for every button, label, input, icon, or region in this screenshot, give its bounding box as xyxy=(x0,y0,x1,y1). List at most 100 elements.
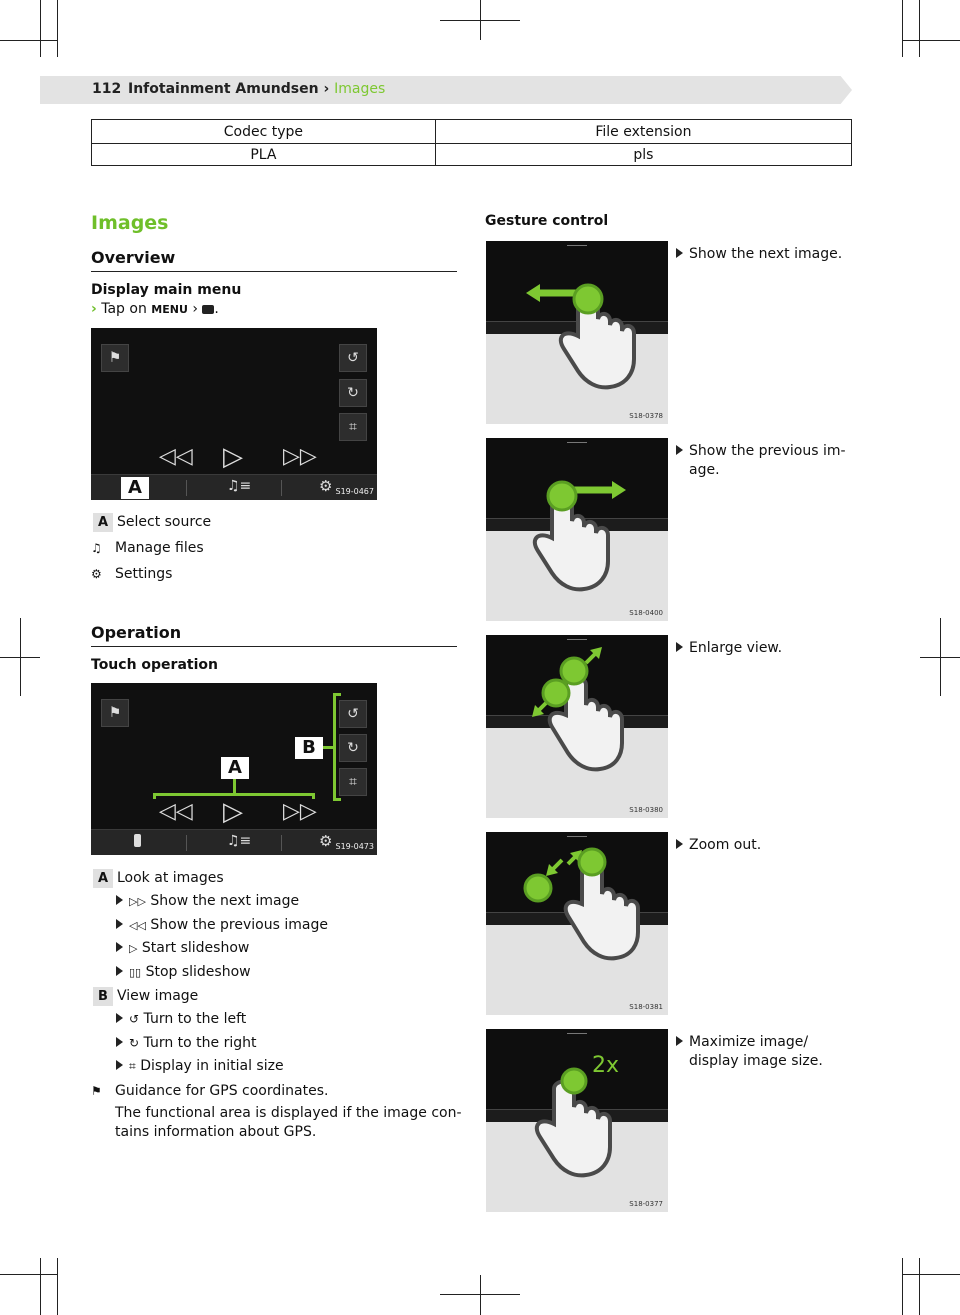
table-header: Codec type xyxy=(91,119,436,144)
initial-size-icon: ⌗ xyxy=(129,1059,136,1073)
gps-description-line: tains information about GPS. xyxy=(115,1124,317,1140)
breadcrumb-chapter: Infotainment Amundsen xyxy=(128,81,319,97)
legend-key: A xyxy=(93,513,113,532)
legend-text: Manage files xyxy=(115,540,204,556)
figure-main-menu-screen: ⚑ ↺ ↻ ⌗ ◁◁ ▷ ▷▷ A ♫≡ ⚙ S19-0467 xyxy=(91,328,377,500)
crop-mark xyxy=(920,657,960,658)
gear-icon[interactable]: ⚙ xyxy=(319,477,333,495)
tap-arrow: › xyxy=(192,301,198,317)
gps-flag-icon[interactable]: ⚑ xyxy=(101,344,129,372)
figure-code: S18-0381 xyxy=(629,1003,663,1011)
bullet-triangle-icon xyxy=(116,942,123,952)
hand-spread-icon xyxy=(532,647,624,772)
breadcrumb-separator: › xyxy=(323,81,330,97)
initial-size-icon[interactable]: ⌗ xyxy=(339,768,367,796)
bullet-triangle-icon xyxy=(116,1037,123,1047)
notch xyxy=(567,241,587,246)
rotate-left-icon[interactable]: ↺ xyxy=(339,344,367,372)
list-item: ↺ Turn to the left xyxy=(116,1010,246,1029)
figure-code: S19-0473 xyxy=(335,842,374,851)
legend-item-settings: ⚙Settings xyxy=(91,565,172,584)
previous-image-icon[interactable]: ◁◁ xyxy=(159,799,193,824)
table-header: File extension xyxy=(434,119,853,144)
play-slideshow-icon: ▷ xyxy=(129,942,138,955)
gps-guidance: ⚑ Guidance for GPS coordinates. xyxy=(91,1082,328,1101)
figure-code: S18-0380 xyxy=(629,806,663,814)
breadcrumb-current: Images xyxy=(334,81,386,97)
gps-flag-icon[interactable]: ⚑ xyxy=(101,699,129,727)
crop-mark xyxy=(902,1258,903,1315)
bullet-triangle-icon xyxy=(676,248,683,258)
list-item-text: Show the next image xyxy=(150,893,300,909)
gesture-caption: Enlarge view. xyxy=(676,639,846,658)
figure-code: S19-0467 xyxy=(335,487,374,496)
list-item: ▷▷ Show the next image xyxy=(116,892,299,911)
gesture-double-tap-figure: 2x S18-0377 xyxy=(486,1029,668,1212)
crop-mark xyxy=(0,1274,57,1275)
crop-mark xyxy=(902,1274,960,1275)
touch-operation-heading: Touch operation xyxy=(91,657,218,673)
music-list-icon[interactable]: ♫≡ xyxy=(227,833,252,849)
crop-mark xyxy=(902,0,903,57)
notch xyxy=(567,438,587,443)
callout-b-stem xyxy=(321,746,333,749)
menu-key: MENU xyxy=(151,303,188,316)
next-image-icon: ▷▷ xyxy=(129,895,146,908)
list-item-text: Turn to the left xyxy=(143,1011,247,1027)
gesture-control-heading: Gesture control xyxy=(485,213,609,229)
callout-b: B xyxy=(295,737,323,759)
next-image-icon[interactable]: ▷▷ xyxy=(283,799,317,824)
bar-divider xyxy=(281,480,282,496)
breadcrumb: Infotainment Amundsen › Images xyxy=(128,81,385,97)
hand-double-tap-icon xyxy=(534,1067,612,1178)
figure-code: S18-0377 xyxy=(629,1200,663,1208)
gesture-spread-figure: S18-0380 xyxy=(486,635,668,818)
notch xyxy=(567,832,587,837)
gesture-caption: Show the next image. xyxy=(676,245,846,264)
rotate-right-icon[interactable]: ↻ xyxy=(339,734,367,762)
subsection-operation: Operation xyxy=(91,623,457,647)
gear-icon[interactable]: ⚙ xyxy=(319,832,333,850)
table-cell: PLA xyxy=(91,143,436,166)
crop-mark xyxy=(40,0,41,57)
crop-mark xyxy=(919,0,920,57)
music-list-icon[interactable]: ♫≡ xyxy=(227,478,252,494)
next-image-icon[interactable]: ▷▷ xyxy=(283,444,317,469)
legend-item-manage-files: ♫Manage files xyxy=(91,539,204,558)
callout-a-stem xyxy=(233,779,236,793)
bullet-triangle-icon xyxy=(116,1013,123,1023)
previous-image-icon[interactable]: ◁◁ xyxy=(159,444,193,469)
figure-code: S18-0378 xyxy=(629,412,663,420)
rotate-left-icon: ↺ xyxy=(129,1012,140,1026)
play-slideshow-icon[interactable]: ▷ xyxy=(223,797,243,827)
section-title: Images xyxy=(91,212,169,234)
rotate-right-icon[interactable]: ↻ xyxy=(339,379,367,407)
callout-b-bracket xyxy=(333,693,341,801)
list-item-text: Display in initial size xyxy=(140,1058,284,1074)
play-slideshow-icon[interactable]: ▷ xyxy=(223,442,243,472)
initial-size-icon[interactable]: ⌗ xyxy=(339,413,367,441)
gear-icon: ⚙ xyxy=(91,567,102,581)
table-header-row: Codec type File extension xyxy=(91,119,853,144)
bar-divider xyxy=(281,835,282,851)
gps-flag-icon: ⚑ xyxy=(91,1084,102,1098)
crop-mark xyxy=(902,40,960,41)
crop-mark xyxy=(57,1258,58,1315)
list-item-text: Turn to the right xyxy=(143,1035,257,1051)
caption-line: Show the previous im- xyxy=(689,443,846,459)
list-item: ⌗ Display in initial size xyxy=(116,1057,284,1076)
crop-mark xyxy=(0,40,57,41)
caption-line: Maximize image/ xyxy=(689,1034,809,1050)
gps-title: Guidance for GPS coordinates. xyxy=(115,1083,329,1099)
crop-mark xyxy=(0,657,40,658)
bullet-triangle-icon xyxy=(116,919,123,929)
callout-a: A xyxy=(221,757,249,779)
table-cell: pls xyxy=(434,143,853,166)
bar-divider xyxy=(186,480,187,496)
rotate-left-icon[interactable]: ↺ xyxy=(339,700,367,728)
caption-line: age. xyxy=(689,462,720,478)
rotate-right-icon: ↻ xyxy=(129,1036,140,1050)
usb-icon[interactable] xyxy=(134,834,141,847)
